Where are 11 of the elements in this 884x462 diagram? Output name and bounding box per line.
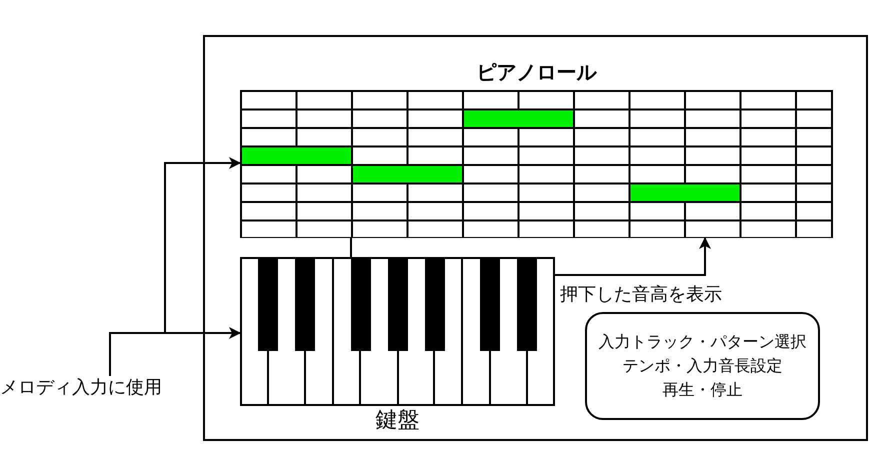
control-text: 入力トラック・パターン選択 — [598, 331, 806, 353]
arrow — [109, 157, 241, 376]
annotation-text: メロディ入力に使用 — [0, 376, 186, 400]
control-text: テンポ・入力音長設定 — [622, 355, 782, 377]
control-text: 再生・停止 — [662, 379, 742, 401]
control-panel-box — [585, 312, 820, 420]
connector-line — [350, 238, 352, 257]
piano-roll-title: ピアノロール — [476, 59, 596, 86]
keyboard-label: 鍵盤 — [376, 407, 420, 435]
outer-frame — [203, 35, 868, 441]
arrow — [555, 237, 711, 276]
